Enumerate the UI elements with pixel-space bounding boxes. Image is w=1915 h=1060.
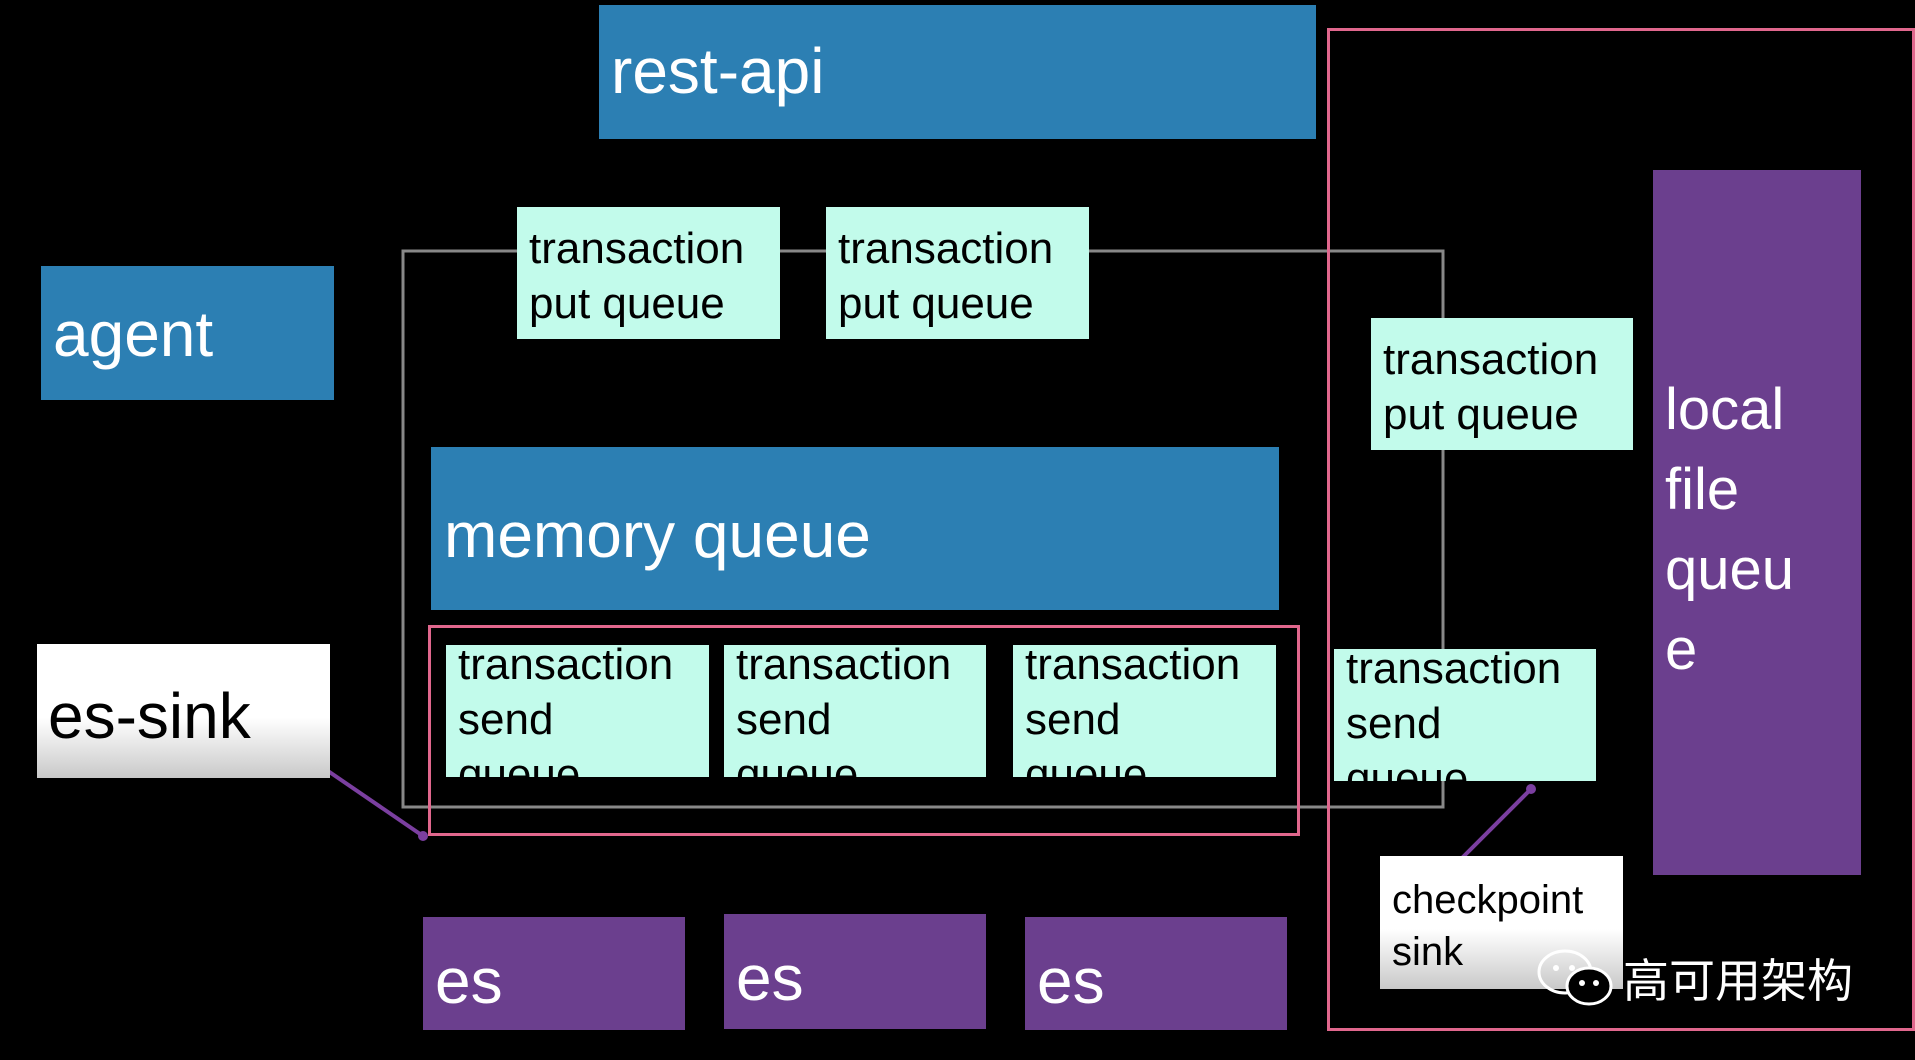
send-queue-label: transaction send queue: [1346, 649, 1562, 781]
checkpoint-connector: [1460, 787, 1533, 860]
put-queue-box-2: transaction put queue: [826, 207, 1089, 339]
send-queues-frame: [428, 625, 1300, 836]
es-node-box-1: es: [423, 917, 685, 1030]
put-queue-label: transaction put queue: [838, 224, 1054, 328]
es-sink-connector-dot: [418, 831, 428, 841]
rest-api-label: rest-api: [611, 35, 825, 107]
es-node-label: es: [1037, 945, 1105, 1017]
send-queue-box-2: transaction send queue: [724, 645, 986, 777]
es-sink-connector: [326, 769, 425, 838]
local-group-frame: [1327, 28, 1915, 1031]
send-queue-label: transaction send queue: [736, 645, 952, 777]
es-node-label: es: [736, 942, 804, 1014]
put-queue-label: transaction put queue: [529, 224, 745, 328]
send-queue-box-3: transaction send queue: [1013, 645, 1276, 777]
local-file-queue-box: local file queu e: [1653, 170, 1861, 875]
checkpoint-sink-box: checkpoint sink: [1380, 856, 1623, 989]
put-queue-box-3: transaction put queue: [1371, 318, 1633, 450]
send-queue-box-4: transaction send queue: [1334, 649, 1596, 781]
rest-api-box: rest-api: [599, 5, 1316, 139]
local-file-queue-label: local file queu e: [1665, 377, 1795, 683]
checkpoint-connector-dot: [1526, 784, 1536, 794]
put-queue-box-1: transaction put queue: [517, 207, 780, 339]
checkpoint-sink-label: checkpoint sink: [1392, 878, 1584, 974]
agent-box: agent: [41, 266, 334, 400]
wechat-icon: [1537, 949, 1613, 1006]
es-sink-label: es-sink: [48, 680, 251, 752]
agent-label: agent: [53, 298, 214, 370]
send-queue-label: transaction send queue: [458, 645, 674, 777]
send-queue-box-1: transaction send queue: [446, 645, 709, 777]
memory-queue-label: memory queue: [444, 499, 871, 571]
send-queue-label: transaction send queue: [1025, 645, 1241, 777]
put-queue-label: transaction put queue: [1383, 335, 1599, 439]
es-node-box-3: es: [1025, 917, 1287, 1030]
es-node-label: es: [435, 945, 503, 1017]
memory-queue-box: memory queue: [431, 447, 1279, 610]
watermark-text: 高可用架构: [1623, 954, 1853, 1008]
watermark: 高可用架构: [1535, 945, 1853, 1011]
es-node-box-2: es: [724, 914, 986, 1029]
es-sink-box: es-sink: [37, 644, 330, 778]
